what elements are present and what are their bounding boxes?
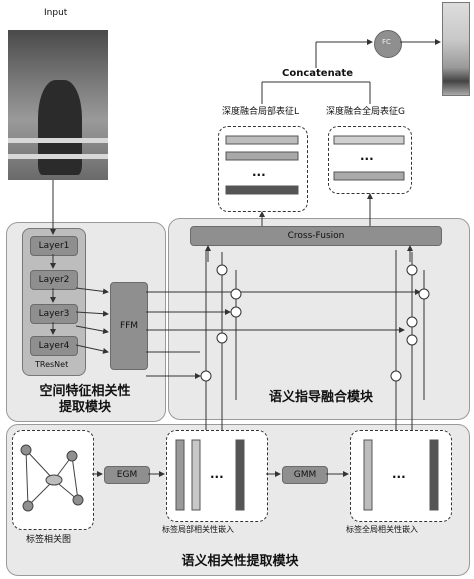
- local-embed-ellipsis: ···: [210, 470, 224, 484]
- label-graph-label: 标签相关图: [26, 535, 72, 545]
- cross-fusion-box: Cross-Fusion: [190, 226, 442, 246]
- input-image: [8, 30, 108, 180]
- fc-label: FC: [382, 38, 391, 46]
- tresnet-label: TResNet: [35, 360, 69, 369]
- layer4-box: Layer4: [30, 336, 78, 356]
- egm-box: EGM: [104, 466, 150, 484]
- layer2-box: Layer2: [30, 270, 78, 290]
- layer1-box: Layer1: [30, 236, 78, 256]
- concatenate-label: Concatenate: [282, 68, 353, 79]
- local-embed-label: 标签局部相关性嵌入: [162, 525, 234, 534]
- gmm-box: GMM: [282, 466, 328, 484]
- global-embed-label: 标签全局相关性嵌入: [346, 525, 418, 534]
- spatial-module-title: 空间特征相关性 提取模块: [39, 384, 131, 415]
- input-label: Input: [44, 8, 68, 18]
- fence-rail: [8, 138, 108, 143]
- global-embed-ellipsis: ···: [392, 470, 406, 484]
- output-bar: [442, 2, 470, 96]
- global-rep-ellipsis: ···: [360, 152, 374, 166]
- fc-node: [374, 30, 402, 58]
- layer3-box: Layer3: [30, 304, 78, 324]
- fence-rail: [8, 154, 108, 159]
- local-rep-label: 深度融合局部表征L: [222, 107, 300, 117]
- local-rep-ellipsis: ···: [252, 168, 266, 182]
- horse-rider-silhouette: [38, 80, 82, 175]
- semantic-guided-panel: [168, 218, 470, 420]
- semantic-corr-title: 语义相关性提取模块: [181, 554, 299, 569]
- ffm-box: FFM: [110, 282, 148, 370]
- semantic-guided-title: 语义指导融合模块: [268, 390, 373, 405]
- global-rep-label: 深度融合全局表征G: [326, 107, 405, 117]
